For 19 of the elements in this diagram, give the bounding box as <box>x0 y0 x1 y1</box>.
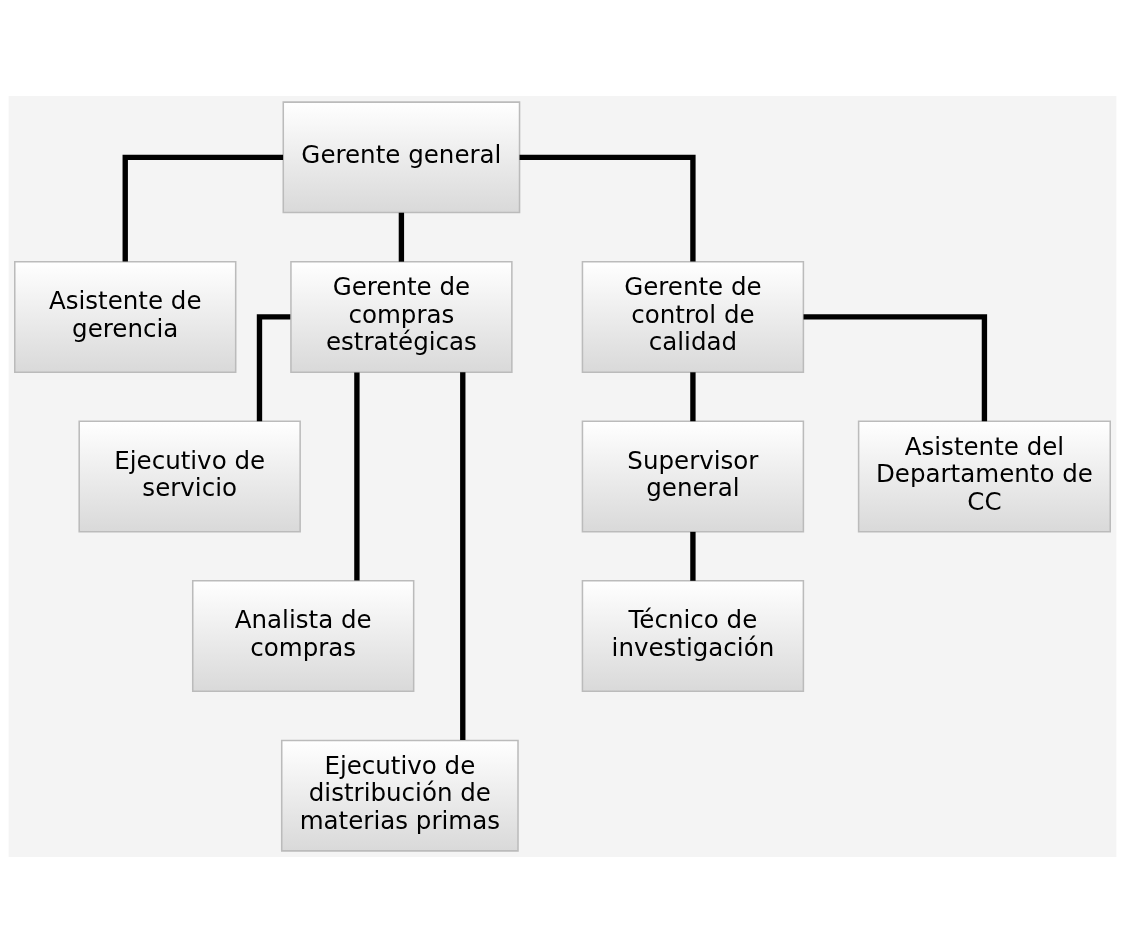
node-box: Gerente de compras estratégicas <box>290 260 513 373</box>
connector <box>122 154 284 262</box>
connector <box>398 212 405 262</box>
node-box: Gerente de control de calidad <box>581 260 805 373</box>
node-box: Asistente del Departamento de CC <box>857 420 1111 532</box>
connector <box>354 372 360 581</box>
connector <box>803 313 988 421</box>
node-box: Ejecutivo de distribución de materias primas <box>280 739 519 852</box>
connector <box>256 313 291 421</box>
connector <box>460 371 466 740</box>
node-box: Técnico de investigación <box>581 579 805 692</box>
node-box: Analista de compras <box>191 579 415 692</box>
node-box: Ejecutivo de servicio <box>78 420 301 532</box>
node-box: Asistente de gerencia <box>14 260 237 373</box>
connector <box>690 371 696 421</box>
connector <box>519 154 696 262</box>
node-box: Supervisor general <box>581 420 805 532</box>
node-box: Gerente general <box>282 100 521 213</box>
connector <box>690 531 696 581</box>
